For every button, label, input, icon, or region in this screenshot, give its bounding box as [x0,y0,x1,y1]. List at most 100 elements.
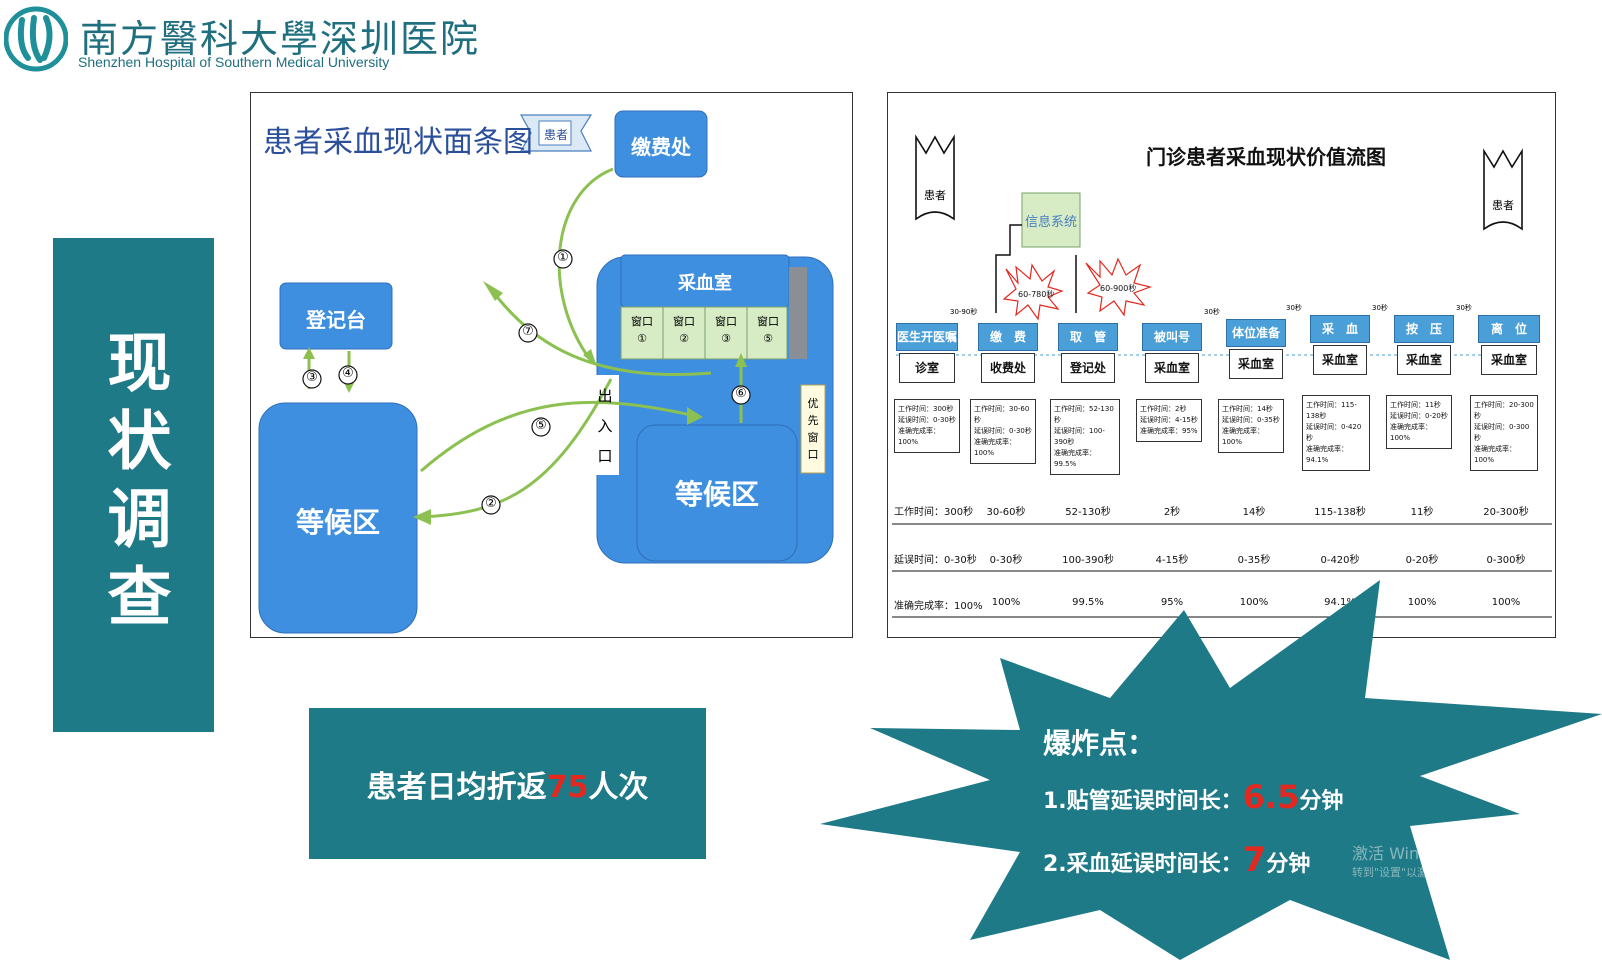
registration-desk-label: 登记台 [306,308,366,332]
burst-label-2: 60-900秒 [1100,284,1137,293]
explosion-title: 爆炸点： [1043,727,1156,760]
process-step-3: 取 管 登记处 [1058,323,1118,383]
watermark-line-1: 激活 Windows [1352,844,1461,863]
row-accuracy-value: 99.5% [1072,597,1104,608]
step-7-label: ⑦ [522,324,534,339]
process-data-box-4: 工作时间：2秒延误时间：4-15秒准确完成率：95% [1136,399,1202,442]
process-step-7: 按 压 采血室 [1394,315,1454,375]
process-step-5: 体位准备 采血室 [1226,319,1286,379]
row-accuracy-value: 95% [1160,597,1184,608]
process-data-box-8: 工作时间：20-300秒延误时间：0-300秒准确完成率：100% [1470,395,1538,471]
row-label-delay-time: 延误时间：0-30秒 [894,555,977,566]
process-step-place: 采血室 [1397,345,1451,375]
row-work-value: 2秒 [1163,507,1181,518]
step-5-label: ⑤ [535,418,547,433]
process-step-name: 医生开医嘱 [896,323,958,351]
section-title: 现状调查 [96,329,171,641]
process-step-place: 收费处 [981,353,1035,383]
spaghetti-diagram-title: 患者采血现状面条图 [263,125,533,160]
info-system-label: 信息系统 [1024,215,1077,230]
row-work-value: 11秒 [1410,507,1434,518]
row-work-value: 52-130秒 [1065,507,1111,518]
process-data-box-5: 工作时间：14秒延误时间：0-35秒准确完成率：100% [1218,399,1284,453]
row-work-value: 115-138秒 [1314,507,1366,518]
step-3-label: ③ [306,370,318,385]
row-delay-value: 0-300秒 [1486,555,1526,566]
row-accuracy-value: 100% [991,597,1021,608]
process-step-1: 医生开医嘱 诊室 [896,323,958,383]
process-step-place: 诊室 [899,353,955,383]
process-step-name: 按 压 [1394,315,1454,343]
gap-label-4: 30秒 [1372,304,1388,312]
hospital-logo-icon [4,6,68,72]
gap-label-3: 30秒 [1286,304,1302,312]
process-step-name: 采 血 [1310,315,1370,343]
step-6-label: ⑥ [735,386,747,401]
process-data-box-1: 工作时间：300秒延误时间：0-30秒准确完成率：100% [894,399,960,453]
waiting-area-right-label: 等候区 [674,478,759,511]
process-step-name: 取 管 [1058,323,1118,351]
gap-label-2: 30秒 [1204,308,1220,316]
process-data-box-7: 工作时间：11秒延误时间：0-20秒准确完成率：100% [1386,395,1452,449]
row-label-accuracy: 准确完成率：100% [894,601,983,612]
row-accuracy-value: 94.1% [1324,597,1356,608]
process-step-name: 缴 费 [978,323,1038,351]
process-step-place: 采血室 [1229,349,1283,379]
row-accuracy-value: 100% [1407,597,1437,608]
process-step-2: 缴 费 收费处 [978,323,1038,383]
spaghetti-diagram-shapes [258,110,834,634]
vsm-title: 门诊患者采血现状价值流图 [1146,145,1386,169]
process-step-name: 体位准备 [1226,319,1286,347]
process-step-4: 被叫号 采血室 [1142,323,1202,383]
explosion-line-1: 1.贴管延误时间长：6.5分钟 [1043,778,1344,816]
row-delay-value: 0-420秒 [1320,555,1360,566]
process-step-place: 登记处 [1061,353,1115,383]
callout-box: 患者日均折返75人次 [309,708,706,859]
watermark-line-2: 转到"设置"以激活 Windows。 [1352,866,1503,879]
process-data-box-6: 工作时间：115-138秒延误时间：0-420秒准确完成率：94.1% [1302,395,1370,471]
row-delay-value: 0-35秒 [1237,555,1271,566]
step-2-label: ② [485,496,497,511]
callout-text: 患者日均折返75人次 [366,769,649,805]
process-step-name: 被叫号 [1142,323,1202,351]
patient-right-label: 患者 [1492,199,1514,212]
hospital-name-en: Shenzhen Hospital of Southern Medical Un… [78,54,390,70]
row-accuracy-value: 100% [1491,597,1521,608]
value-stream-shapes [892,134,1552,618]
row-accuracy-value: 100% [1239,597,1269,608]
priority-window-label: 优先窗口 [807,397,819,461]
patient-tag: 患者 [543,128,568,142]
callout-number: 75 [546,769,589,805]
row-work-value: 30-60秒 [986,507,1026,518]
burst-label-1: 60-780秒 [1018,290,1055,299]
section-band: 现状调查 [53,238,214,732]
process-step-8: 离 位 采血室 [1478,315,1540,375]
entrance-label: 出入口 [597,387,613,465]
row-delay-value: 4-15秒 [1155,555,1189,566]
process-data-box-3: 工作时间：52-130秒延误时间：100-390秒准确完成率：99.5% [1050,399,1120,475]
gap-label-5: 30秒 [1456,304,1472,312]
row-delay-value: 100-390秒 [1062,555,1114,566]
hospital-name-cn: 南方醫科大學深圳医院 [80,17,481,61]
explosion-line-2: 2.采血延误时间长：7分钟 [1043,840,1311,880]
row-work-value: 14秒 [1242,507,1266,518]
step-1-label: ① [557,250,569,265]
row-work-value: 20-300秒 [1483,507,1529,518]
waiting-area-left-label: 等候区 [295,506,380,539]
blood-room-label: 采血室 [678,273,732,294]
row-delay-value: 0-20秒 [1405,555,1439,566]
process-data-box-2: 工作时间：30-60秒延误时间：0-30秒准确完成率：100% [970,399,1036,464]
gap-label-1: 30-90秒 [950,308,978,316]
row-delay-value: 0-30秒 [989,555,1023,566]
value-stream-map-panel: 门诊患者采血现状价值流图 患者 患者 信息系统 60-780秒 60-900秒 … [887,92,1556,638]
process-step-place: 采血室 [1145,353,1199,383]
process-step-place: 采血室 [1313,345,1367,375]
row-label-work-time: 工作时间：300秒 [894,507,974,518]
step-4-label: ④ [342,366,354,381]
process-step-6: 采 血 采血室 [1310,315,1370,375]
